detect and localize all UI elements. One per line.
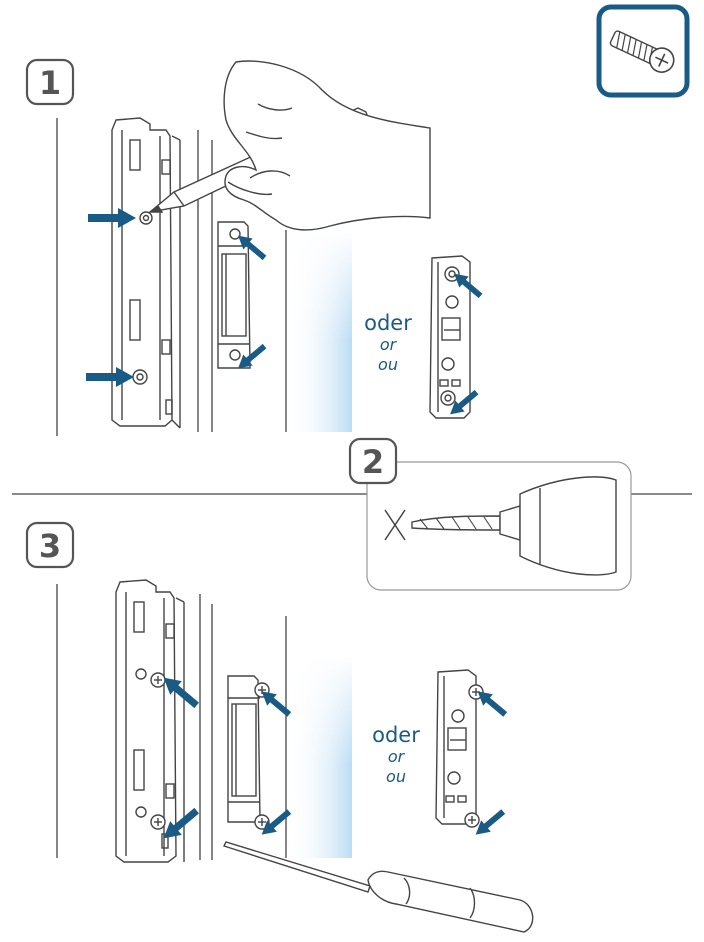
step-2: 2: [348, 437, 632, 591]
screw-icon: [596, 4, 690, 98]
step-1: 1: [25, 58, 486, 436]
step-2-badge: 2: [348, 437, 398, 485]
striker-plate: [227, 675, 261, 823]
alternative-label-en: or: [379, 335, 397, 354]
step-3: 3: [25, 521, 534, 933]
step-1-badge: 1: [25, 58, 75, 106]
alternative-label-fr: ou: [386, 767, 406, 786]
alternative-label-en: or: [387, 747, 405, 766]
step-3-badge: 3: [25, 521, 75, 569]
drill-icon: [411, 476, 617, 576]
alternative-plate: [429, 255, 471, 419]
alternative-label: oder or ou: [356, 724, 436, 787]
alternative-label-de: oder: [372, 723, 420, 747]
no-drill-mark-icon: [384, 509, 406, 541]
striker-plate: [217, 221, 251, 369]
window-frame: [199, 594, 213, 860]
screwdriver-icon: [223, 841, 534, 933]
svg-text:1: 1: [39, 64, 61, 102]
svg-text:3: 3: [39, 527, 61, 565]
svg-text:2: 2: [362, 443, 384, 481]
alternative-label-fr: ou: [378, 355, 398, 374]
mounting-rail: [111, 117, 181, 429]
alternative-label-de: oder: [364, 311, 412, 335]
alternative-plate: [435, 669, 477, 825]
alternative-label: oder or ou: [348, 312, 428, 375]
hand-icon: [223, 60, 431, 231]
mounting-rail: [115, 579, 185, 863]
